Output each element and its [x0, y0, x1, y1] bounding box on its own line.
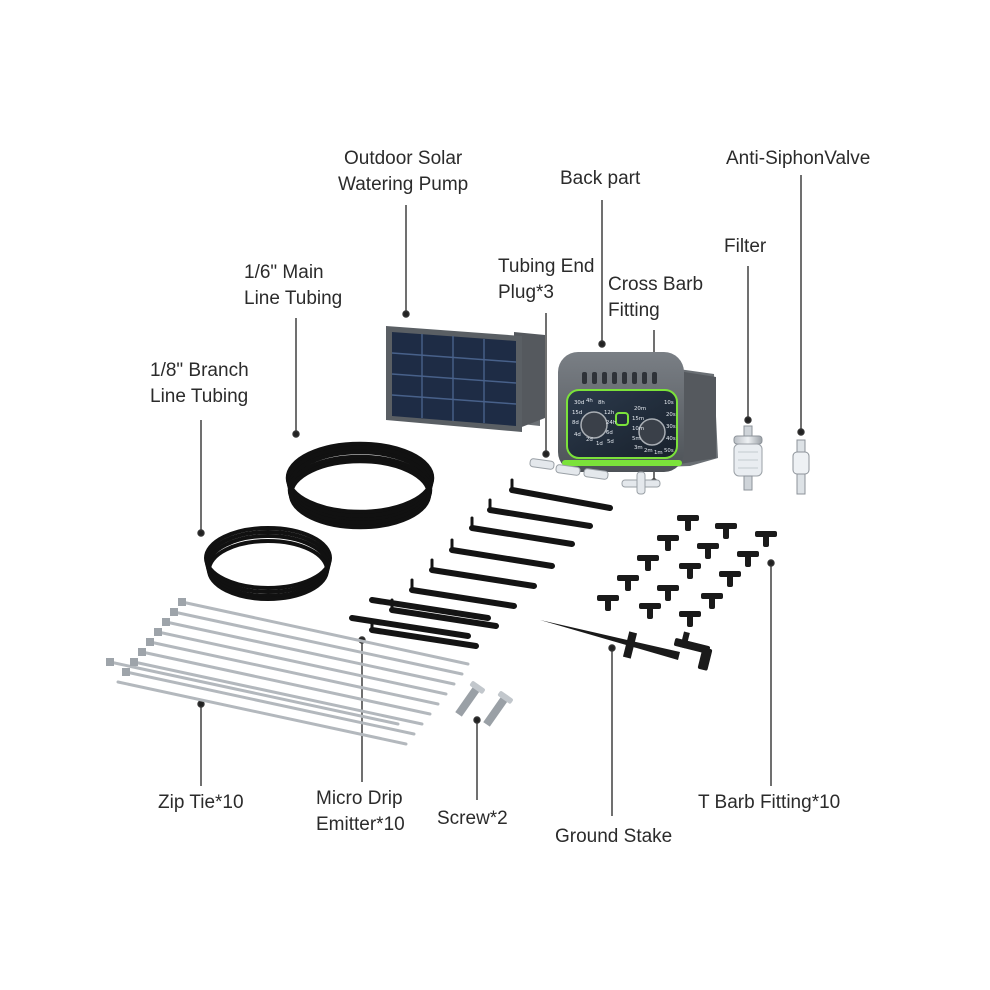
dial-left-label-10: 24h — [606, 420, 616, 426]
dial-left-label-6: 1d — [596, 441, 603, 447]
dial-left-label-9: 12h — [604, 410, 614, 416]
label-line: Tubing End — [498, 256, 595, 277]
label-micro-drip-emitter: Micro Drip Emitter*10 — [316, 786, 405, 838]
dial-left-label-7: 4h — [586, 398, 593, 404]
dial-left-label-8: 8h — [598, 400, 605, 406]
label-cross-barb-fitting: Cross Barb Fitting — [608, 272, 703, 324]
label-main-line-tubing: 1/6" Main Line Tubing — [244, 260, 342, 312]
dial-left-label-3: 8d — [572, 420, 579, 426]
label-branch-line-tubing: 1/8" Branch Line Tubing — [150, 358, 249, 410]
main-line-tubing — [285, 441, 435, 530]
filter — [733, 425, 763, 491]
label-line: 1/6" Main — [244, 262, 324, 283]
dial-left-label-1: 30d — [574, 400, 584, 406]
dial-left-label-2: 15d — [572, 410, 582, 416]
zip-tie-heads — [106, 598, 186, 676]
label-line: Micro Drip — [316, 788, 403, 809]
dial-left-label-12: 5d — [607, 439, 614, 445]
dial-right-label-8: 10s — [664, 400, 674, 406]
dial-right-label-1: 20m — [634, 406, 646, 412]
label-back-part: Back part — [560, 168, 641, 189]
dial-right-label-11: 40s — [666, 436, 676, 442]
t-barb-fittings — [597, 515, 777, 627]
dial-left-label-5: 2d — [586, 437, 593, 443]
label-line: Fitting — [608, 300, 660, 321]
label-line: Outdoor Solar — [343, 148, 463, 169]
label-line: 1/8" Branch — [150, 360, 249, 381]
label-line: Line Tubing — [244, 288, 343, 309]
pump-controller: 30d 15d 8d 4d 2d 1d 4h 8h 12h 24h 6d 5d … — [558, 352, 718, 472]
label-zip-tie: Zip Tie*10 — [158, 792, 244, 813]
anti-siphon-valve — [792, 439, 810, 495]
zip-ties — [108, 600, 470, 746]
label-t-barb-fitting: T Barb Fitting*10 — [698, 792, 841, 813]
label-line: Plug*3 — [498, 282, 554, 303]
dial-right-label-7: 1m — [654, 450, 663, 456]
label-outdoor-solar-pump: Outdoor Solar Watering Pump — [338, 146, 468, 198]
label-line: Emitter*10 — [316, 814, 405, 835]
label-line: Cross Barb — [608, 274, 704, 295]
branch-line-tubing — [204, 526, 332, 601]
ground-stake — [540, 620, 713, 671]
label-tubing-end-plug: Tubing End Plug*3 — [498, 254, 594, 306]
dial-right-label-5: 3m — [634, 445, 643, 451]
dial-right-label-12: 50s — [664, 448, 674, 454]
label-line: Line Tubing — [150, 386, 249, 407]
dial-left-label-11: 6d — [606, 430, 613, 436]
dial-right-label-10: 30s — [666, 424, 676, 430]
dial-right-label-3: 10m — [632, 426, 644, 432]
label-line: Watering Pump — [338, 174, 469, 195]
solar-panel — [386, 326, 545, 432]
dial-right-label-9: 20s — [666, 412, 676, 418]
dial-right-label-2: 15m — [632, 416, 644, 422]
label-anti-siphon-valve: Anti-SiphonValve — [726, 148, 871, 169]
tubing-end-plugs — [529, 458, 609, 480]
label-filter: Filter — [724, 236, 767, 257]
label-screw: Screw*2 — [437, 808, 508, 829]
screws — [455, 681, 513, 727]
micro-drip-emitters — [349, 478, 613, 649]
label-ground-stake: Ground Stake — [555, 826, 673, 847]
cross-barb-fitting — [621, 471, 661, 495]
dial-right-label-6: 2m — [644, 448, 653, 454]
dial-right-label-4: 5m — [632, 436, 641, 442]
dial-left-label-4: 4d — [574, 432, 581, 438]
